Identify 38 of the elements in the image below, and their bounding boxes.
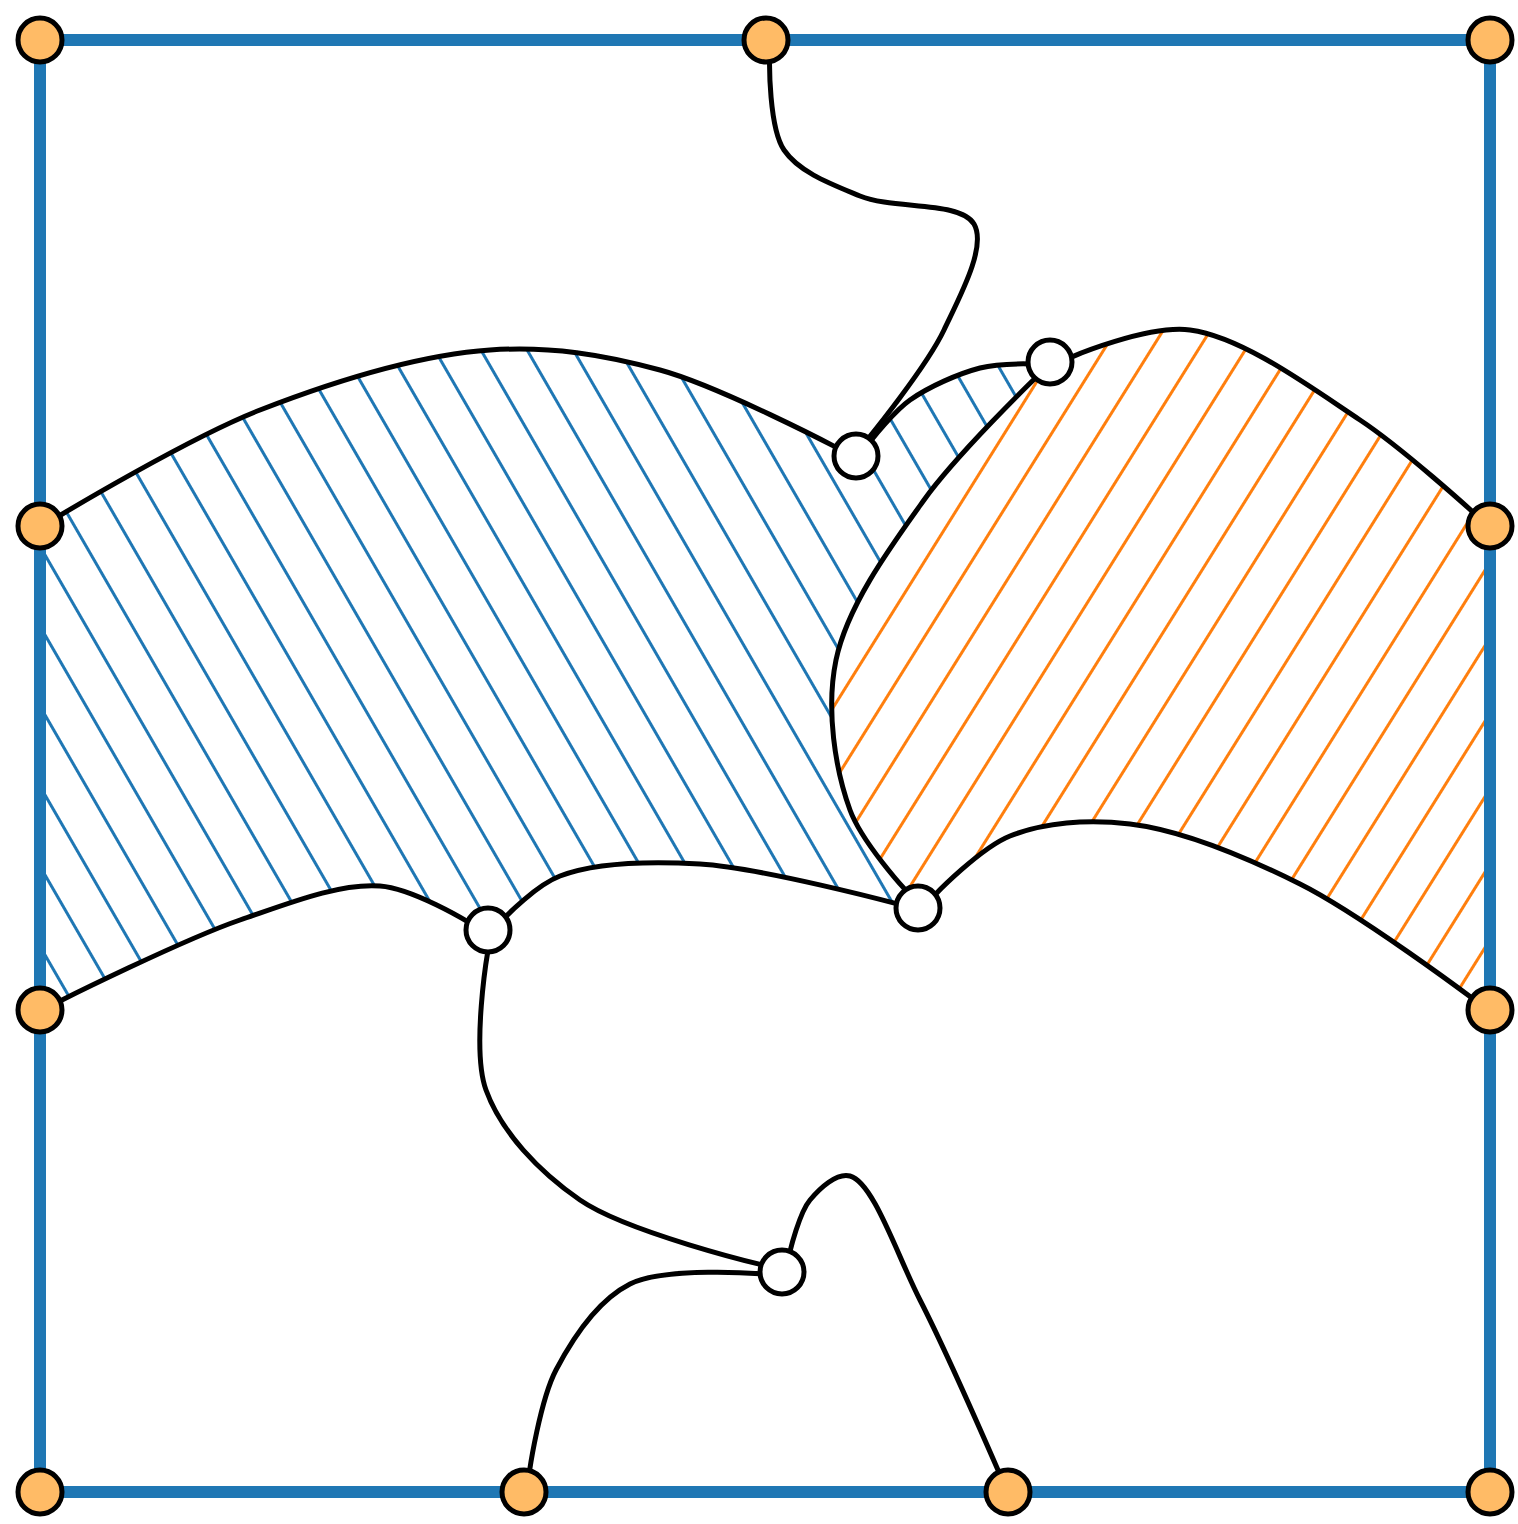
curve-line [787, 1173, 1002, 1473]
boundary-line [34, 1032, 46, 1470]
curve-line [829, 376, 1037, 892]
boundary-line [1484, 1032, 1496, 1470]
boundary-line [1484, 62, 1496, 504]
boundary-line [546, 1486, 986, 1498]
curve-line [503, 860, 898, 919]
curve-line [58, 346, 837, 518]
vertex-circle [499, 1467, 549, 1517]
vertex-circle [757, 1247, 807, 1297]
boundary-line [1030, 1486, 1468, 1498]
vertex-circle [463, 905, 513, 955]
boundary-line [34, 548, 46, 988]
boundary-line [34, 62, 46, 504]
vertex-circle [741, 15, 791, 65]
curve-line [869, 361, 1029, 442]
curve-line [933, 819, 1474, 1000]
vertex-circle [1465, 1467, 1515, 1517]
vertex-circle [1465, 501, 1515, 551]
vertex-circle [15, 15, 65, 65]
boundary-line [62, 1486, 502, 1498]
curve-line [477, 951, 762, 1268]
vertex-circle [893, 883, 943, 933]
boundary-line [1484, 548, 1496, 988]
vertex-circle [983, 1467, 1033, 1517]
curve-line [527, 1269, 761, 1472]
vertex-circle [1025, 337, 1075, 387]
curve-line [767, 61, 980, 440]
vertex-circle [15, 1467, 65, 1517]
vertex-circle [15, 501, 65, 551]
boundary-line [788, 34, 1468, 46]
vertex-circle [1465, 15, 1515, 65]
curve-line [58, 883, 469, 1004]
vertex-circle [831, 431, 881, 481]
vertex-circle [15, 985, 65, 1035]
boundary-line [62, 34, 744, 46]
curve-line [1070, 326, 1475, 514]
vertex-circle [1465, 985, 1515, 1035]
